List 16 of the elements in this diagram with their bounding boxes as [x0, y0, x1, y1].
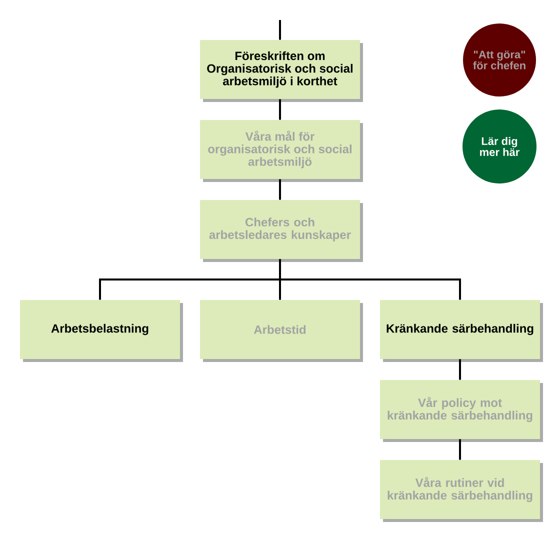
topic-box: Chefers och arbetsledares kunskaper [200, 200, 363, 262]
topic-box: Arbetstid [200, 300, 363, 362]
connector-line [279, 99, 281, 120]
connector-line [279, 259, 461, 300]
circle-button: "Att göra" för chefen [463, 24, 536, 96]
topic-box: Arbetsbelastning [20, 300, 183, 362]
topic-box: Våra mål för organisatorisk och social arbetsmiljö [200, 120, 363, 182]
connector-line [279, 179, 281, 200]
circle-button: Lär dig mer här [462, 110, 536, 184]
topic-box: Vår policy mot kränkande särbehandling [380, 380, 543, 442]
connector-line [279, 20, 281, 40]
connector-line [459, 359, 461, 380]
topic-box: Våra rutiner vid kränkande särbehandling [380, 460, 543, 522]
topic-box: Kränkande särbehandling [380, 300, 543, 362]
topic-box: Föreskriften om Organisatorisk och social arbetsmiljö i korthet [200, 40, 363, 102]
connector-line [459, 439, 461, 460]
